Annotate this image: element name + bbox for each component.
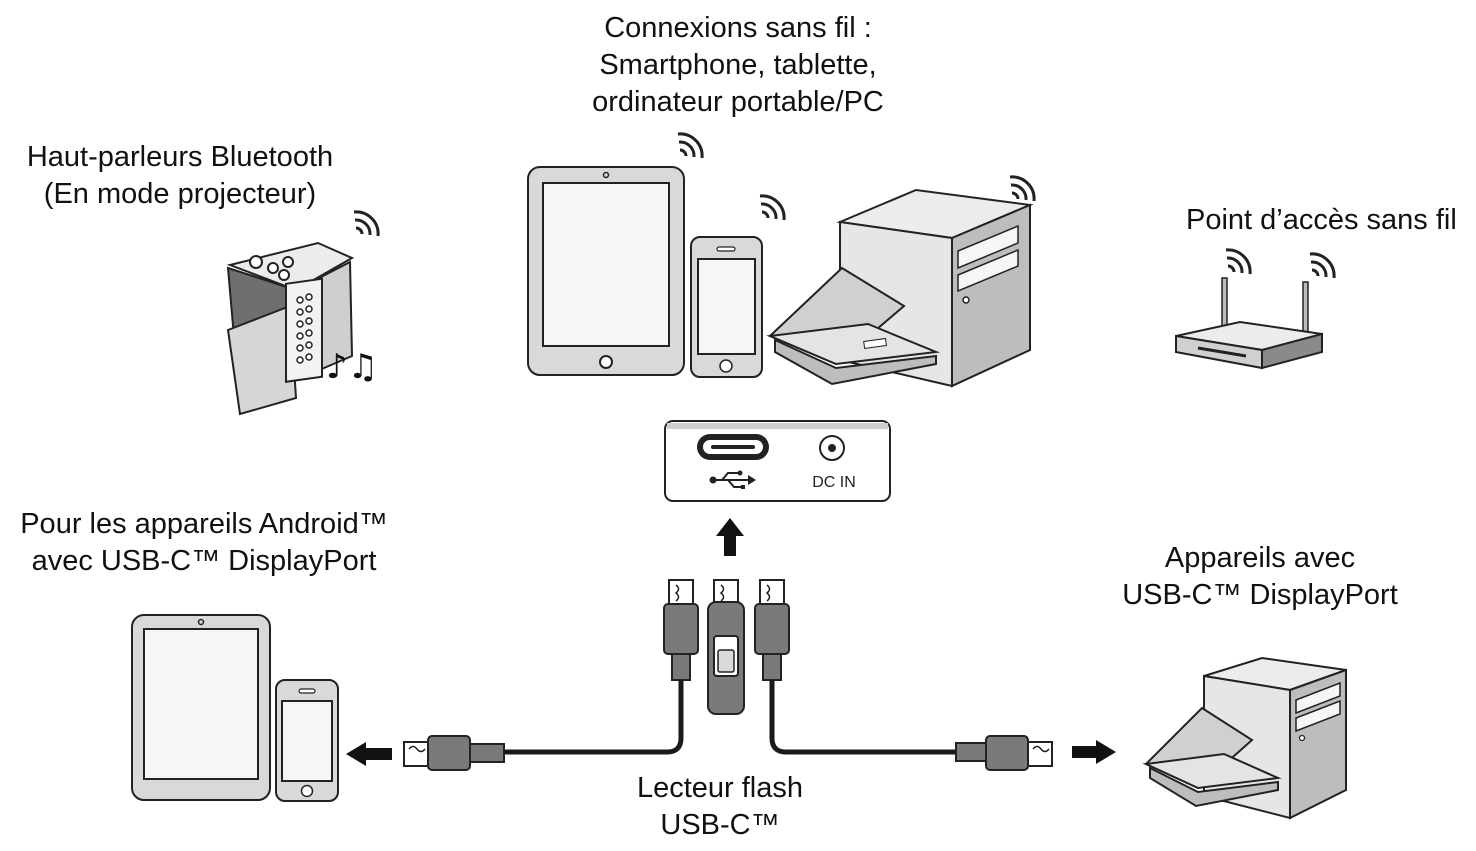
dc-in-label: DC IN (812, 474, 856, 491)
bluetooth-speaker (226, 241, 355, 416)
flash-drive-label: Lecteur flash USB-C™ (620, 770, 820, 844)
usbc-laptop (1142, 706, 1282, 808)
flash-label-line-2: USB-C™ (660, 809, 780, 841)
wireless-label-line-2: Smartphone, tablette, (599, 49, 877, 81)
wireless-connections-label: Connexions sans fil : Smartphone, tablet… (568, 10, 908, 121)
wireless-router (1175, 277, 1323, 370)
speaker-label-line-1: Haut-parleurs Bluetooth (26, 141, 334, 173)
arrow-icon (716, 518, 744, 556)
usb-c-plug-right (955, 735, 1053, 771)
wireless-label-line-1: Connexions sans fil : (604, 12, 872, 44)
arrow-icon (346, 742, 392, 766)
usb-symbol-icon (709, 470, 756, 489)
arrow-icon (1072, 740, 1116, 764)
speaker-label-line-2: (En mode projecteur) (43, 178, 317, 210)
android-phone (275, 679, 339, 802)
access-point-label: Point d’accès sans fil (1186, 202, 1476, 239)
android-tablet (131, 614, 271, 801)
wifi-signal-icon (1224, 248, 1252, 276)
cable-left (505, 680, 684, 755)
android-label-line-2: avec USB-C™ DisplayPort (31, 545, 377, 577)
laptop-device (766, 266, 940, 386)
wifi-signal-icon (1008, 175, 1036, 203)
android-label-line-1: Pour les appareils Android™ (20, 508, 388, 540)
music-notes-icon: ♪♫ (326, 347, 378, 387)
wifi-signal-icon (758, 194, 786, 222)
wifi-signal-icon (1308, 252, 1336, 280)
usb-c-connector-left (663, 579, 699, 681)
bluetooth-speaker-label: Haut-parleurs Bluetooth (En mode project… (0, 139, 360, 213)
usb-c-plug-left (403, 735, 505, 771)
cable-right (769, 680, 958, 755)
wifi-signal-icon (352, 210, 380, 238)
port-panel (664, 420, 891, 502)
wifi-signal-icon (676, 132, 704, 160)
svg-text:♪♫: ♪♫ (326, 347, 378, 387)
wireless-label-line-3: ordinateur portable/PC (592, 86, 884, 118)
usb-c-flash-drive (707, 579, 745, 715)
access-point-label-text: Point d’accès sans fil (1186, 204, 1457, 236)
flash-label-line-1: Lecteur flash (636, 772, 804, 804)
usbc-label-line-1: Appareils avec (1164, 542, 1356, 574)
usb-c-connector-right (754, 579, 790, 681)
smartphone-device (690, 236, 763, 378)
android-devices-label: Pour les appareils Android™ avec USB-C™ … (8, 506, 400, 580)
usbc-label-line-2: USB-C™ DisplayPort (1122, 579, 1398, 611)
tablet-device (527, 166, 685, 376)
usbc-devices-label: Appareils avec USB-C™ DisplayPort (1100, 540, 1420, 614)
